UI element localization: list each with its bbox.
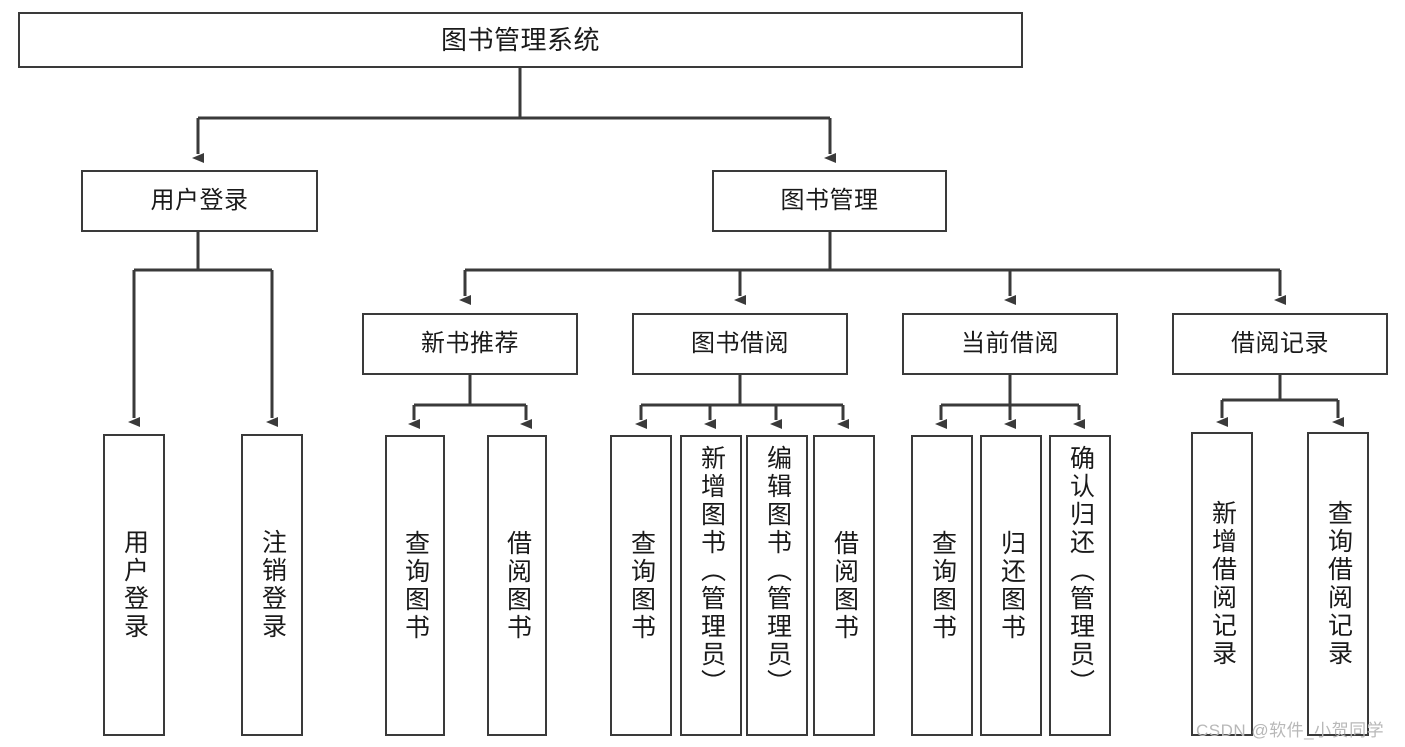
node-label: 注销登录 — [258, 529, 287, 641]
node-label: 新增图书（管理员） — [697, 445, 726, 697]
node-label: 借阅记录 — [1231, 330, 1329, 358]
node-label: 查询图书 — [627, 529, 656, 642]
node-label: 当前借阅 — [961, 330, 1059, 358]
node-book-borrow[interactable]: 图书借阅 — [632, 313, 848, 375]
leaf-borrow-book[interactable]: 借阅图书 — [813, 435, 875, 736]
leaf-query-borrow-record[interactable]: 查询借阅记录 — [1307, 432, 1369, 736]
node-label: 新书推荐 — [421, 330, 519, 358]
node-label: 用户登录 — [120, 529, 149, 641]
watermark-text: CSDN @软件_小贺同学 — [1196, 721, 1385, 740]
leaf-query-book-borrow[interactable]: 查询图书 — [610, 435, 672, 736]
node-label: 用户登录 — [150, 187, 249, 215]
node-book-management[interactable]: 图书管理 — [712, 170, 947, 232]
node-label: 查询借阅记录 — [1324, 500, 1353, 668]
node-label: 归还图书 — [997, 529, 1026, 642]
leaf-user-logout[interactable]: 注销登录 — [241, 434, 303, 736]
node-label: 查询图书 — [401, 529, 430, 642]
node-label: 图书借阅 — [691, 330, 789, 358]
leaf-edit-book-admin[interactable]: 编辑图书（管理员） — [746, 435, 808, 736]
leaf-query-book-recommend[interactable]: 查询图书 — [385, 435, 445, 736]
node-new-book-recommend[interactable]: 新书推荐 — [362, 313, 578, 375]
leaf-add-book-admin[interactable]: 新增图书（管理员） — [680, 435, 742, 736]
node-label: 借阅图书 — [503, 529, 532, 642]
node-label: 新增借阅记录 — [1208, 500, 1237, 668]
leaf-user-login[interactable]: 用户登录 — [103, 434, 165, 736]
node-label: 借阅图书 — [830, 529, 859, 642]
node-current-borrow[interactable]: 当前借阅 — [902, 313, 1118, 375]
leaf-confirm-return-admin[interactable]: 确认归还（管理员） — [1049, 435, 1111, 736]
node-label: 图书管理系统 — [440, 24, 600, 55]
node-root-system[interactable]: 图书管理系统 — [18, 12, 1023, 68]
leaf-return-book[interactable]: 归还图书 — [980, 435, 1042, 736]
node-label: 确认归还（管理员） — [1066, 445, 1095, 697]
node-borrow-record[interactable]: 借阅记录 — [1172, 313, 1388, 375]
leaf-borrow-book-recommend[interactable]: 借阅图书 — [487, 435, 547, 736]
node-label: 编辑图书（管理员） — [763, 445, 792, 697]
node-label: 查询图书 — [928, 529, 957, 642]
leaf-query-book-current[interactable]: 查询图书 — [911, 435, 973, 736]
leaf-add-borrow-record[interactable]: 新增借阅记录 — [1191, 432, 1253, 736]
node-label: 图书管理 — [780, 187, 879, 215]
node-user-login[interactable]: 用户登录 — [81, 170, 318, 232]
